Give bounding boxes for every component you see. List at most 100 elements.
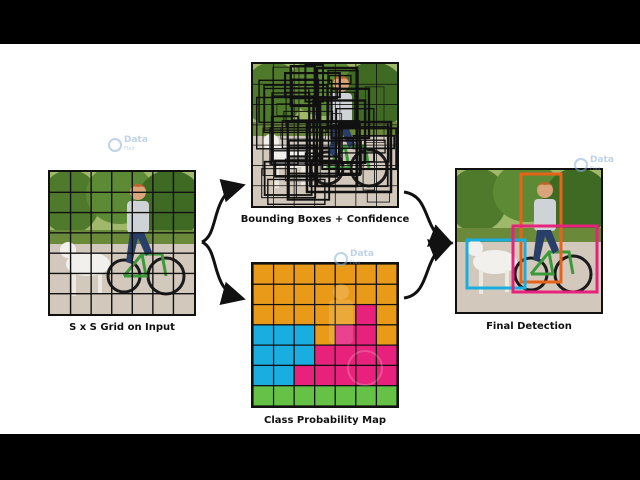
dog-head bbox=[60, 242, 76, 258]
candidate-box bbox=[305, 120, 393, 194]
detection-box-person bbox=[519, 172, 563, 284]
class-cell-cyan bbox=[272, 364, 295, 387]
caption-boxes: Bounding Boxes + Confidence bbox=[240, 214, 410, 225]
bike-frame bbox=[529, 250, 575, 276]
class-cell-green bbox=[272, 385, 295, 406]
final-boxes bbox=[465, 172, 599, 294]
class-cell-green bbox=[293, 385, 316, 406]
class-cell-magenta bbox=[314, 344, 336, 367]
arrow-from-boxes bbox=[403, 190, 454, 247]
watermark-circle-icon bbox=[108, 138, 122, 152]
class-cell-magenta bbox=[355, 303, 378, 326]
dog-leg bbox=[98, 272, 102, 294]
person-jeans bbox=[533, 230, 559, 262]
caption-final: Final Detection bbox=[486, 321, 572, 332]
class-cell-green bbox=[355, 385, 378, 406]
input-photo bbox=[50, 172, 194, 314]
class-cell-magenta bbox=[293, 364, 316, 387]
tree-foliage bbox=[543, 170, 601, 236]
photo-scene bbox=[457, 170, 601, 312]
class-cell-green bbox=[375, 385, 397, 406]
class-cell-orange bbox=[272, 303, 295, 326]
dog-body bbox=[473, 250, 517, 274]
candidate-boxes bbox=[256, 64, 397, 206]
class-cell-orange bbox=[375, 264, 397, 285]
person-head bbox=[537, 182, 553, 198]
candidate-box bbox=[284, 158, 321, 182]
class-cell-magenta bbox=[334, 364, 357, 387]
arrow-to-boxes bbox=[201, 179, 246, 244]
class-cell-magenta bbox=[375, 344, 397, 367]
class-cell-orange bbox=[293, 264, 316, 285]
caption-class-map: Class Probability Map bbox=[263, 415, 387, 426]
detection-box-bicycle bbox=[511, 224, 599, 294]
bounding-boxes-panel bbox=[251, 62, 399, 208]
candidate-box bbox=[312, 99, 341, 133]
class-cell-orange bbox=[375, 324, 397, 346]
class-cell-orange bbox=[272, 264, 295, 285]
final-detection-panel bbox=[455, 168, 603, 314]
class-cell-cyan bbox=[272, 324, 295, 346]
class-cell-magenta bbox=[355, 344, 378, 367]
class-cell-magenta bbox=[355, 324, 378, 346]
arrow-to-class-map bbox=[201, 240, 246, 305]
input-grid-panel bbox=[48, 170, 196, 316]
candidate-box bbox=[258, 79, 333, 124]
class-cell-cyan bbox=[272, 344, 295, 367]
person-hair bbox=[537, 182, 553, 190]
class-cell-orange bbox=[375, 283, 397, 306]
class-cell-orange bbox=[293, 283, 316, 306]
candidate-box bbox=[276, 103, 294, 116]
class-cell-green bbox=[314, 385, 336, 406]
class-cell-orange bbox=[272, 283, 295, 306]
class-cell-green bbox=[334, 385, 357, 406]
candidate-box bbox=[262, 127, 343, 176]
class-cell-orange bbox=[293, 303, 316, 326]
watermark-circle-icon bbox=[334, 252, 348, 266]
class-cell-cyan bbox=[253, 364, 275, 387]
class-cell-green bbox=[253, 385, 275, 406]
silhouette-head bbox=[333, 284, 349, 300]
watermark-circle-icon bbox=[574, 158, 588, 172]
dog-leg bbox=[72, 272, 76, 296]
silhouette-body bbox=[329, 300, 353, 344]
flow-arrows bbox=[201, 179, 454, 305]
person-hair bbox=[130, 184, 146, 192]
bike-frame bbox=[122, 252, 168, 278]
silhouette-wheel bbox=[347, 350, 383, 386]
person-shirt bbox=[127, 201, 149, 233]
class-cell-magenta bbox=[314, 364, 336, 387]
candidate-box bbox=[335, 107, 375, 163]
grid-overlay bbox=[50, 172, 194, 314]
caption-input: S x S Grid on Input bbox=[69, 322, 175, 333]
boxes-photo bbox=[253, 64, 397, 206]
photo-scene bbox=[50, 172, 194, 314]
candidate-box bbox=[263, 84, 328, 134]
final-photo bbox=[457, 170, 601, 312]
dog-head bbox=[467, 240, 483, 256]
class-cell-cyan bbox=[253, 344, 275, 367]
hedge bbox=[50, 230, 194, 246]
class-probability-grid bbox=[253, 264, 397, 406]
grid-overlay bbox=[253, 64, 397, 206]
class-cell-cyan bbox=[293, 324, 316, 346]
person-hair bbox=[333, 76, 349, 84]
class-cell-orange bbox=[314, 264, 336, 285]
tree-foliage bbox=[136, 172, 194, 238]
class-cell-orange bbox=[253, 283, 275, 306]
person-shirt bbox=[534, 199, 556, 231]
class-cell-orange bbox=[253, 303, 275, 326]
dog-body bbox=[66, 252, 110, 276]
candidate-box bbox=[261, 168, 297, 199]
dog-leg bbox=[505, 270, 509, 292]
class-cell-orange bbox=[355, 283, 378, 306]
class-cell-orange bbox=[253, 264, 275, 285]
class-cell-cyan bbox=[293, 344, 316, 367]
detection-box-dog bbox=[465, 238, 527, 290]
dog-leg bbox=[479, 270, 483, 294]
arrow-from-class-map bbox=[403, 239, 454, 300]
dog-leg bbox=[301, 164, 305, 186]
